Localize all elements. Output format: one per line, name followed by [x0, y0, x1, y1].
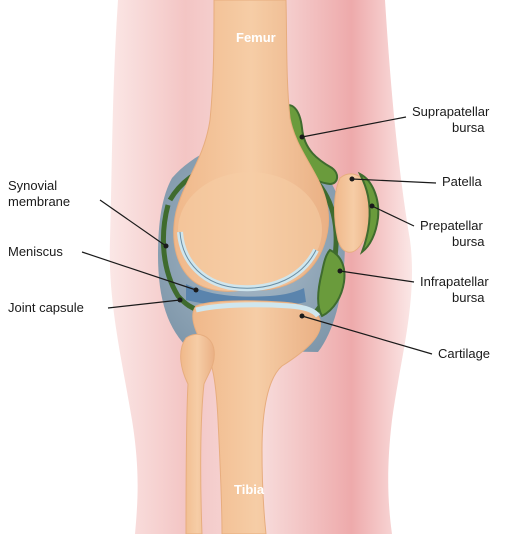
meniscus-dot: [194, 288, 199, 293]
prepatellar-dot: [370, 204, 375, 209]
suprapatellar-dot: [300, 135, 305, 140]
infrapatellar-dot: [338, 269, 343, 274]
synovial-label-line2: membrane: [8, 194, 70, 209]
prepatellar-label-line1: Prepatellar: [420, 218, 484, 233]
patella-label: Patella: [442, 174, 483, 189]
suprapatellar-label-line1: Suprapatellar: [412, 104, 490, 119]
cartilage-label: Cartilage: [438, 346, 490, 361]
suprapatellar-label-line2: bursa: [452, 120, 485, 135]
meniscus-label: Meniscus: [8, 244, 63, 259]
femur-label: Femur: [236, 30, 276, 45]
patella-dot: [350, 177, 355, 182]
synovial-dot: [164, 244, 169, 249]
joint-capsule-dot: [178, 298, 183, 303]
infrapatellar-label-line1: Infrapatellar: [420, 274, 489, 289]
infrapatellar-label-line2: bursa: [452, 290, 485, 305]
tibia-label: Tibia: [234, 482, 265, 497]
joint-capsule-label: Joint capsule: [8, 300, 84, 315]
prepatellar-label-line2: bursa: [452, 234, 485, 249]
synovial-label-line1: Synovial: [8, 178, 57, 193]
cartilage-dot: [300, 314, 305, 319]
